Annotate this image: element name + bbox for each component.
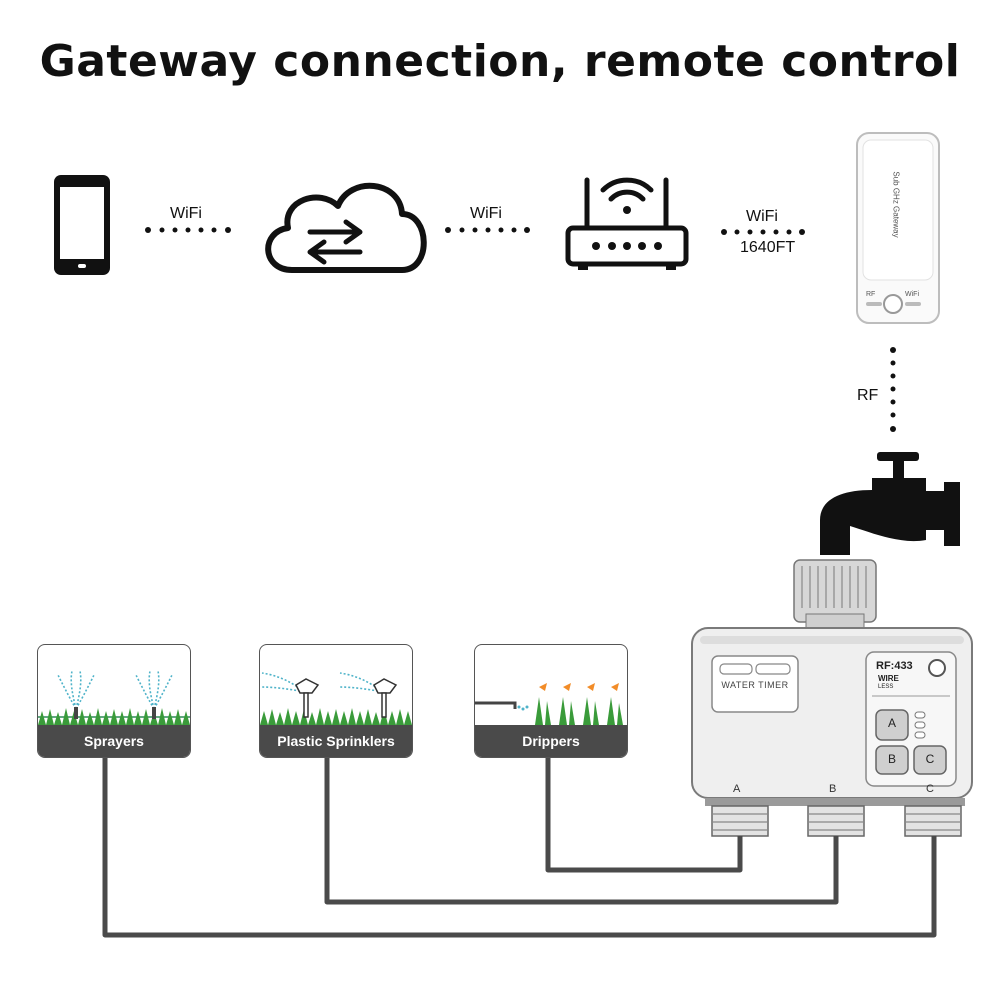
gateway-name-text: Sub GHz Gateway xyxy=(891,171,901,238)
card-plastic-sprinklers: Plastic Sprinklers xyxy=(259,644,413,758)
link-label-router-gateway: WiFi xyxy=(746,208,778,225)
outlet-label-b: B xyxy=(829,783,837,795)
timer-wire-text: WIRE xyxy=(878,674,899,683)
wifi-signal-icon xyxy=(600,177,654,214)
smartphone-icon xyxy=(54,175,110,275)
sprinklers-scene xyxy=(260,672,412,725)
cloud-icon xyxy=(265,182,427,273)
timer-button-b: B xyxy=(887,752,896,766)
timer-less-text: LESS xyxy=(878,684,894,690)
gateway-wifi-text: WiFi xyxy=(905,291,919,298)
hose-plastic-sprinklers xyxy=(324,756,839,905)
water-timer xyxy=(691,559,973,837)
card-label-drippers: Drippers xyxy=(475,725,627,757)
timer-button-c: C xyxy=(925,752,935,766)
gateway-device xyxy=(856,132,940,324)
router-icon xyxy=(565,177,689,270)
link-label-phone-cloud: WiFi xyxy=(170,205,202,222)
link-gateway-tap xyxy=(890,347,896,432)
hose-sprayers xyxy=(102,756,937,938)
timer-badge-text: WATER TIMER xyxy=(721,680,789,690)
gateway-rf-text: RF xyxy=(866,291,876,298)
link-phone-cloud xyxy=(145,227,231,233)
link-cloud-router xyxy=(445,227,530,233)
link-label-cloud-router: WiFi xyxy=(470,205,502,222)
hose-lines xyxy=(102,756,937,938)
card-label-plastic-sprinklers: Plastic Sprinklers xyxy=(260,725,412,757)
drippers-scene xyxy=(475,683,623,725)
hose-drippers xyxy=(545,756,743,873)
timer-rf-text: RF:433 xyxy=(876,660,913,672)
card-label-sprayers: Sprayers xyxy=(38,725,190,757)
page-title: Gateway connection, remote control xyxy=(39,36,961,87)
outlet-label-a: A xyxy=(733,783,741,795)
sprayers-scene xyxy=(38,670,190,725)
card-sprayers: Sprayers xyxy=(37,644,191,758)
card-drippers: Drippers xyxy=(474,644,628,758)
outlet-label-c: C xyxy=(926,783,934,795)
timer-button-a: A xyxy=(887,716,896,730)
link-label-range: 1640FT xyxy=(740,239,796,256)
link-label-rf: RF xyxy=(857,387,879,404)
link-router-gateway xyxy=(721,229,805,235)
faucet-icon xyxy=(820,452,960,555)
